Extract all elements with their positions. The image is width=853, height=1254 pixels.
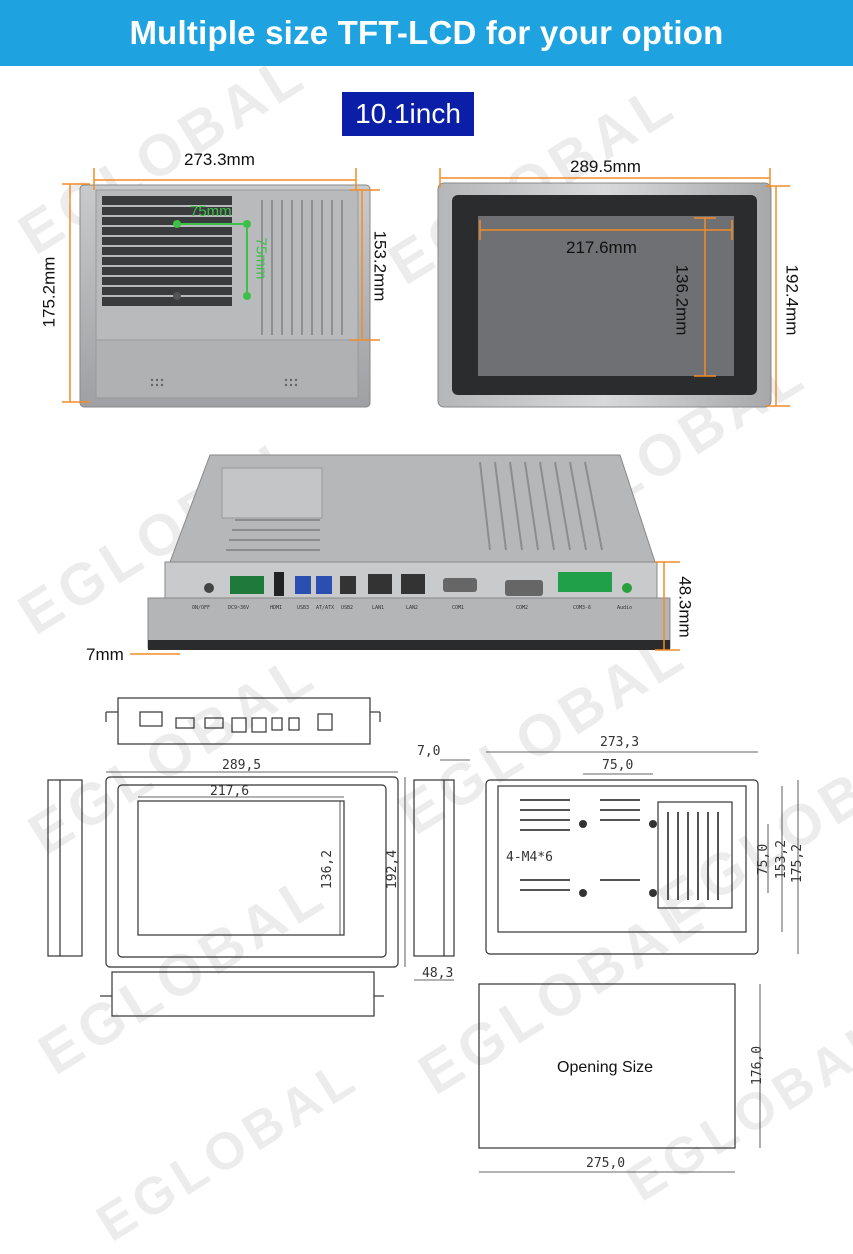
- drawing-back-inner-height: 153,2: [774, 839, 790, 880]
- port-label: USB2: [341, 605, 354, 611]
- port-label: COM3-6: [573, 605, 592, 611]
- back-panel-photo: [47, 168, 799, 1173]
- front-width-dim: 289.5mm: [570, 157, 641, 176]
- drawing-vesa-v: 75,0: [756, 843, 772, 876]
- port-label: AT/ATX: [316, 605, 335, 611]
- drawing-front-width: 289,5: [222, 758, 262, 773]
- port-label: USB3: [297, 605, 310, 611]
- drawing-side-bezel: 7,0: [417, 744, 441, 759]
- drawing-vesa-h: 75,0: [602, 758, 634, 773]
- size-label: 10.1inch: [342, 92, 474, 136]
- screen-height-dim: 136.2mm: [672, 264, 692, 336]
- vesa-v-dim: 75mm: [252, 237, 270, 280]
- opening-width: 275,0: [586, 1156, 626, 1171]
- vesa-h-dim: 75mm: [190, 203, 232, 220]
- drawing-back-height: 175,2: [790, 843, 806, 884]
- port-label: Audio: [617, 605, 633, 611]
- drawing-front-height: 192,4: [385, 849, 401, 890]
- bezel-dim: 7mm: [86, 645, 124, 664]
- page-title: Multiple size TFT-LCD for your option: [129, 14, 724, 51]
- drawing-back-width: 273,3: [600, 735, 640, 750]
- drawing-screw: 4-M4*6: [506, 850, 553, 865]
- opening-size-label: Opening Size: [557, 1059, 654, 1076]
- back-inner-height-dim: 153.2mm: [370, 230, 390, 302]
- opening-height: 176,0: [750, 1045, 766, 1086]
- port-label: LAN2: [406, 605, 419, 611]
- drawing-side-depth: 48,3: [422, 966, 454, 981]
- port-label: HDMI: [270, 605, 283, 611]
- drawing-screen-width: 217,6: [210, 784, 250, 799]
- port-label: ON/OFF: [192, 605, 211, 611]
- back-height-dim: 175.2mm: [39, 256, 59, 328]
- front-height-dim: 192.4mm: [782, 264, 802, 336]
- back-width-dim: 273.3mm: [184, 150, 255, 169]
- header-banner: Multiple size TFT-LCD for your option: [0, 0, 853, 66]
- screen-width-dim: 217.6mm: [566, 238, 637, 257]
- port-label: LAN1: [372, 605, 385, 611]
- port-label: COM2: [516, 605, 529, 611]
- drawing-screen-height: 136,2: [320, 849, 336, 890]
- port-label: COM1: [452, 605, 465, 611]
- depth-dim: 48.3mm: [675, 576, 695, 638]
- port-label: DC9~36V: [228, 605, 250, 611]
